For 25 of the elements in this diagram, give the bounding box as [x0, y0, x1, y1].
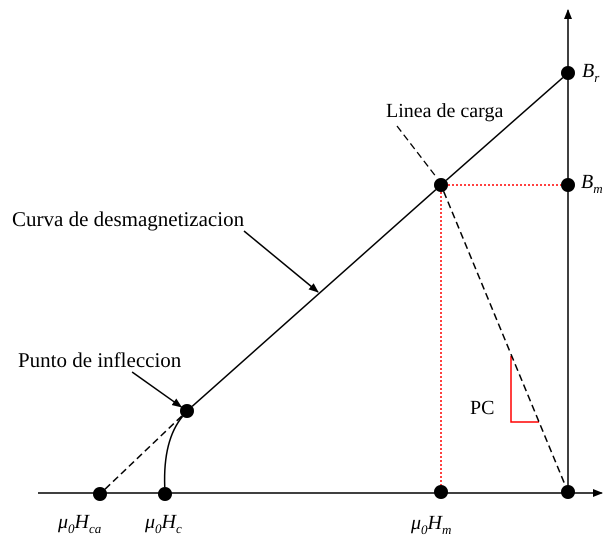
- line: [446, 77, 564, 181]
- leader-arrow: [132, 371, 182, 408]
- point-marker: [434, 178, 448, 192]
- guide-line: [440, 192, 442, 485]
- axis-value-label: μ$_{0}$H$_{m}$: [411, 512, 452, 539]
- line: [192, 189, 436, 407]
- callout-text: Curva de desmagnetizacion: [12, 207, 244, 231]
- dashed-line: [104, 415, 182, 490]
- point-marker: [180, 404, 194, 418]
- axis-value-label: μ$_{0}$H$_{ca}$: [58, 511, 102, 538]
- axis-value-label: μ$_{0}$H$_{c}$: [145, 511, 182, 538]
- line-label: Linea de carga: [386, 99, 504, 123]
- curve: [164, 416, 184, 488]
- point-marker: [158, 487, 172, 501]
- slope-label: PC: [470, 396, 494, 420]
- leader-arrow: [244, 230, 319, 293]
- point-marker: [434, 485, 448, 499]
- callout-text: Punto de infleccion: [18, 348, 182, 372]
- point-marker: [561, 66, 575, 80]
- guide-line: [448, 184, 561, 186]
- axis-value-label: B$_{r}$: [582, 60, 600, 87]
- axis-value-label: B$_{m}$: [581, 171, 603, 198]
- point-marker: [561, 485, 575, 499]
- point-marker: [561, 178, 575, 192]
- point-marker: [93, 487, 107, 501]
